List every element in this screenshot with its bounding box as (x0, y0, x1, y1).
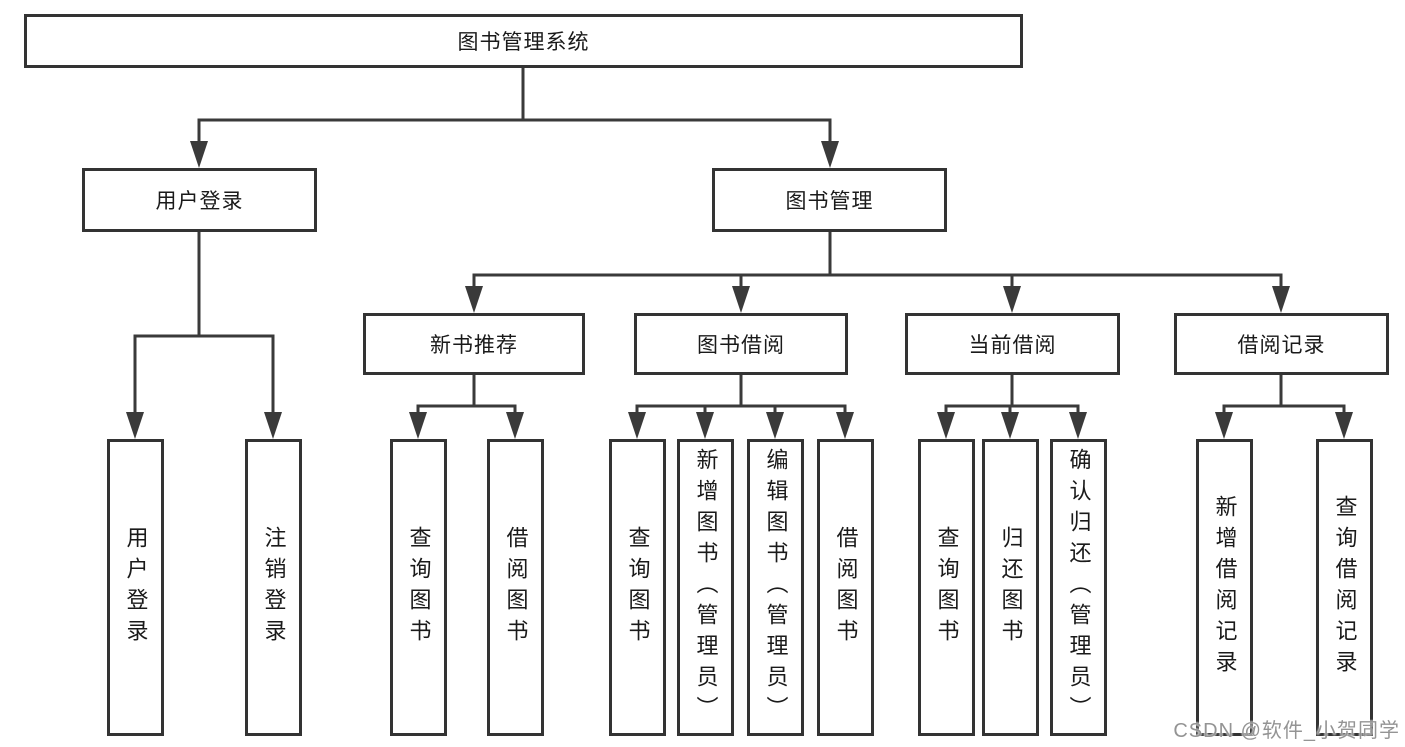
leaf-add-book-admin-label: 新增图书（管理员） (693, 448, 719, 727)
leaf-query-book-recommend: 查询图书 (390, 439, 447, 736)
node-book-borrow-label: 图书借阅 (697, 334, 785, 357)
node-current-borrow: 当前借阅 (905, 313, 1120, 375)
leaf-edit-book-admin: 编辑图书（管理员） (747, 439, 804, 736)
leaf-query-book-recommend-label: 查询图书 (406, 525, 432, 650)
watermark: CSDN @软件_小贺同学 (1173, 720, 1400, 742)
leaf-user-login-label: 用户登录 (123, 525, 149, 650)
leaf-logout: 注销登录 (245, 439, 302, 736)
node-book-management: 图书管理 (712, 168, 947, 232)
leaf-edit-book-admin-label: 编辑图书（管理员） (763, 448, 789, 727)
node-book-borrow: 图书借阅 (634, 313, 848, 375)
node-new-book-recommend: 新书推荐 (363, 313, 585, 375)
leaf-add-borrow-record-label: 新增借阅记录 (1212, 494, 1238, 681)
leaf-query-book-borrow: 查询图书 (609, 439, 666, 736)
leaf-add-borrow-record: 新增借阅记录 (1196, 439, 1253, 736)
leaf-return-book: 归还图书 (982, 439, 1039, 736)
node-root: 图书管理系统 (24, 14, 1023, 68)
leaf-borrow-book: 借阅图书 (817, 439, 874, 736)
leaf-user-login: 用户登录 (107, 439, 164, 736)
leaf-borrow-book-label: 借阅图书 (833, 525, 859, 650)
leaf-query-book-borrow-label: 查询图书 (625, 525, 651, 650)
leaf-confirm-return-admin: 确认归还（管理员） (1050, 439, 1107, 736)
leaf-add-book-admin: 新增图书（管理员） (677, 439, 734, 736)
leaf-confirm-return-admin-label: 确认归还（管理员） (1066, 448, 1092, 727)
leaf-borrow-book-recommend: 借阅图书 (487, 439, 544, 736)
leaf-query-borrow-record-label: 查询借阅记录 (1332, 494, 1358, 681)
leaf-query-borrow-record: 查询借阅记录 (1316, 439, 1373, 736)
node-borrow-records-label: 借阅记录 (1237, 334, 1326, 357)
node-book-management-label: 图书管理 (785, 190, 874, 213)
leaf-query-book-current: 查询图书 (918, 439, 975, 736)
leaf-logout-label: 注销登录 (261, 525, 287, 650)
leaf-query-book-current-label: 查询图书 (934, 525, 960, 650)
leaf-borrow-book-recommend-label: 借阅图书 (503, 525, 529, 650)
node-borrow-records: 借阅记录 (1174, 313, 1389, 375)
node-root-label: 图书管理系统 (457, 31, 590, 54)
node-user-login: 用户登录 (82, 168, 317, 232)
node-current-borrow-label: 当前借阅 (968, 334, 1057, 357)
leaf-return-book-label: 归还图书 (998, 525, 1024, 650)
node-new-book-recommend-label: 新书推荐 (430, 334, 518, 357)
node-user-login-label: 用户登录 (155, 190, 244, 213)
